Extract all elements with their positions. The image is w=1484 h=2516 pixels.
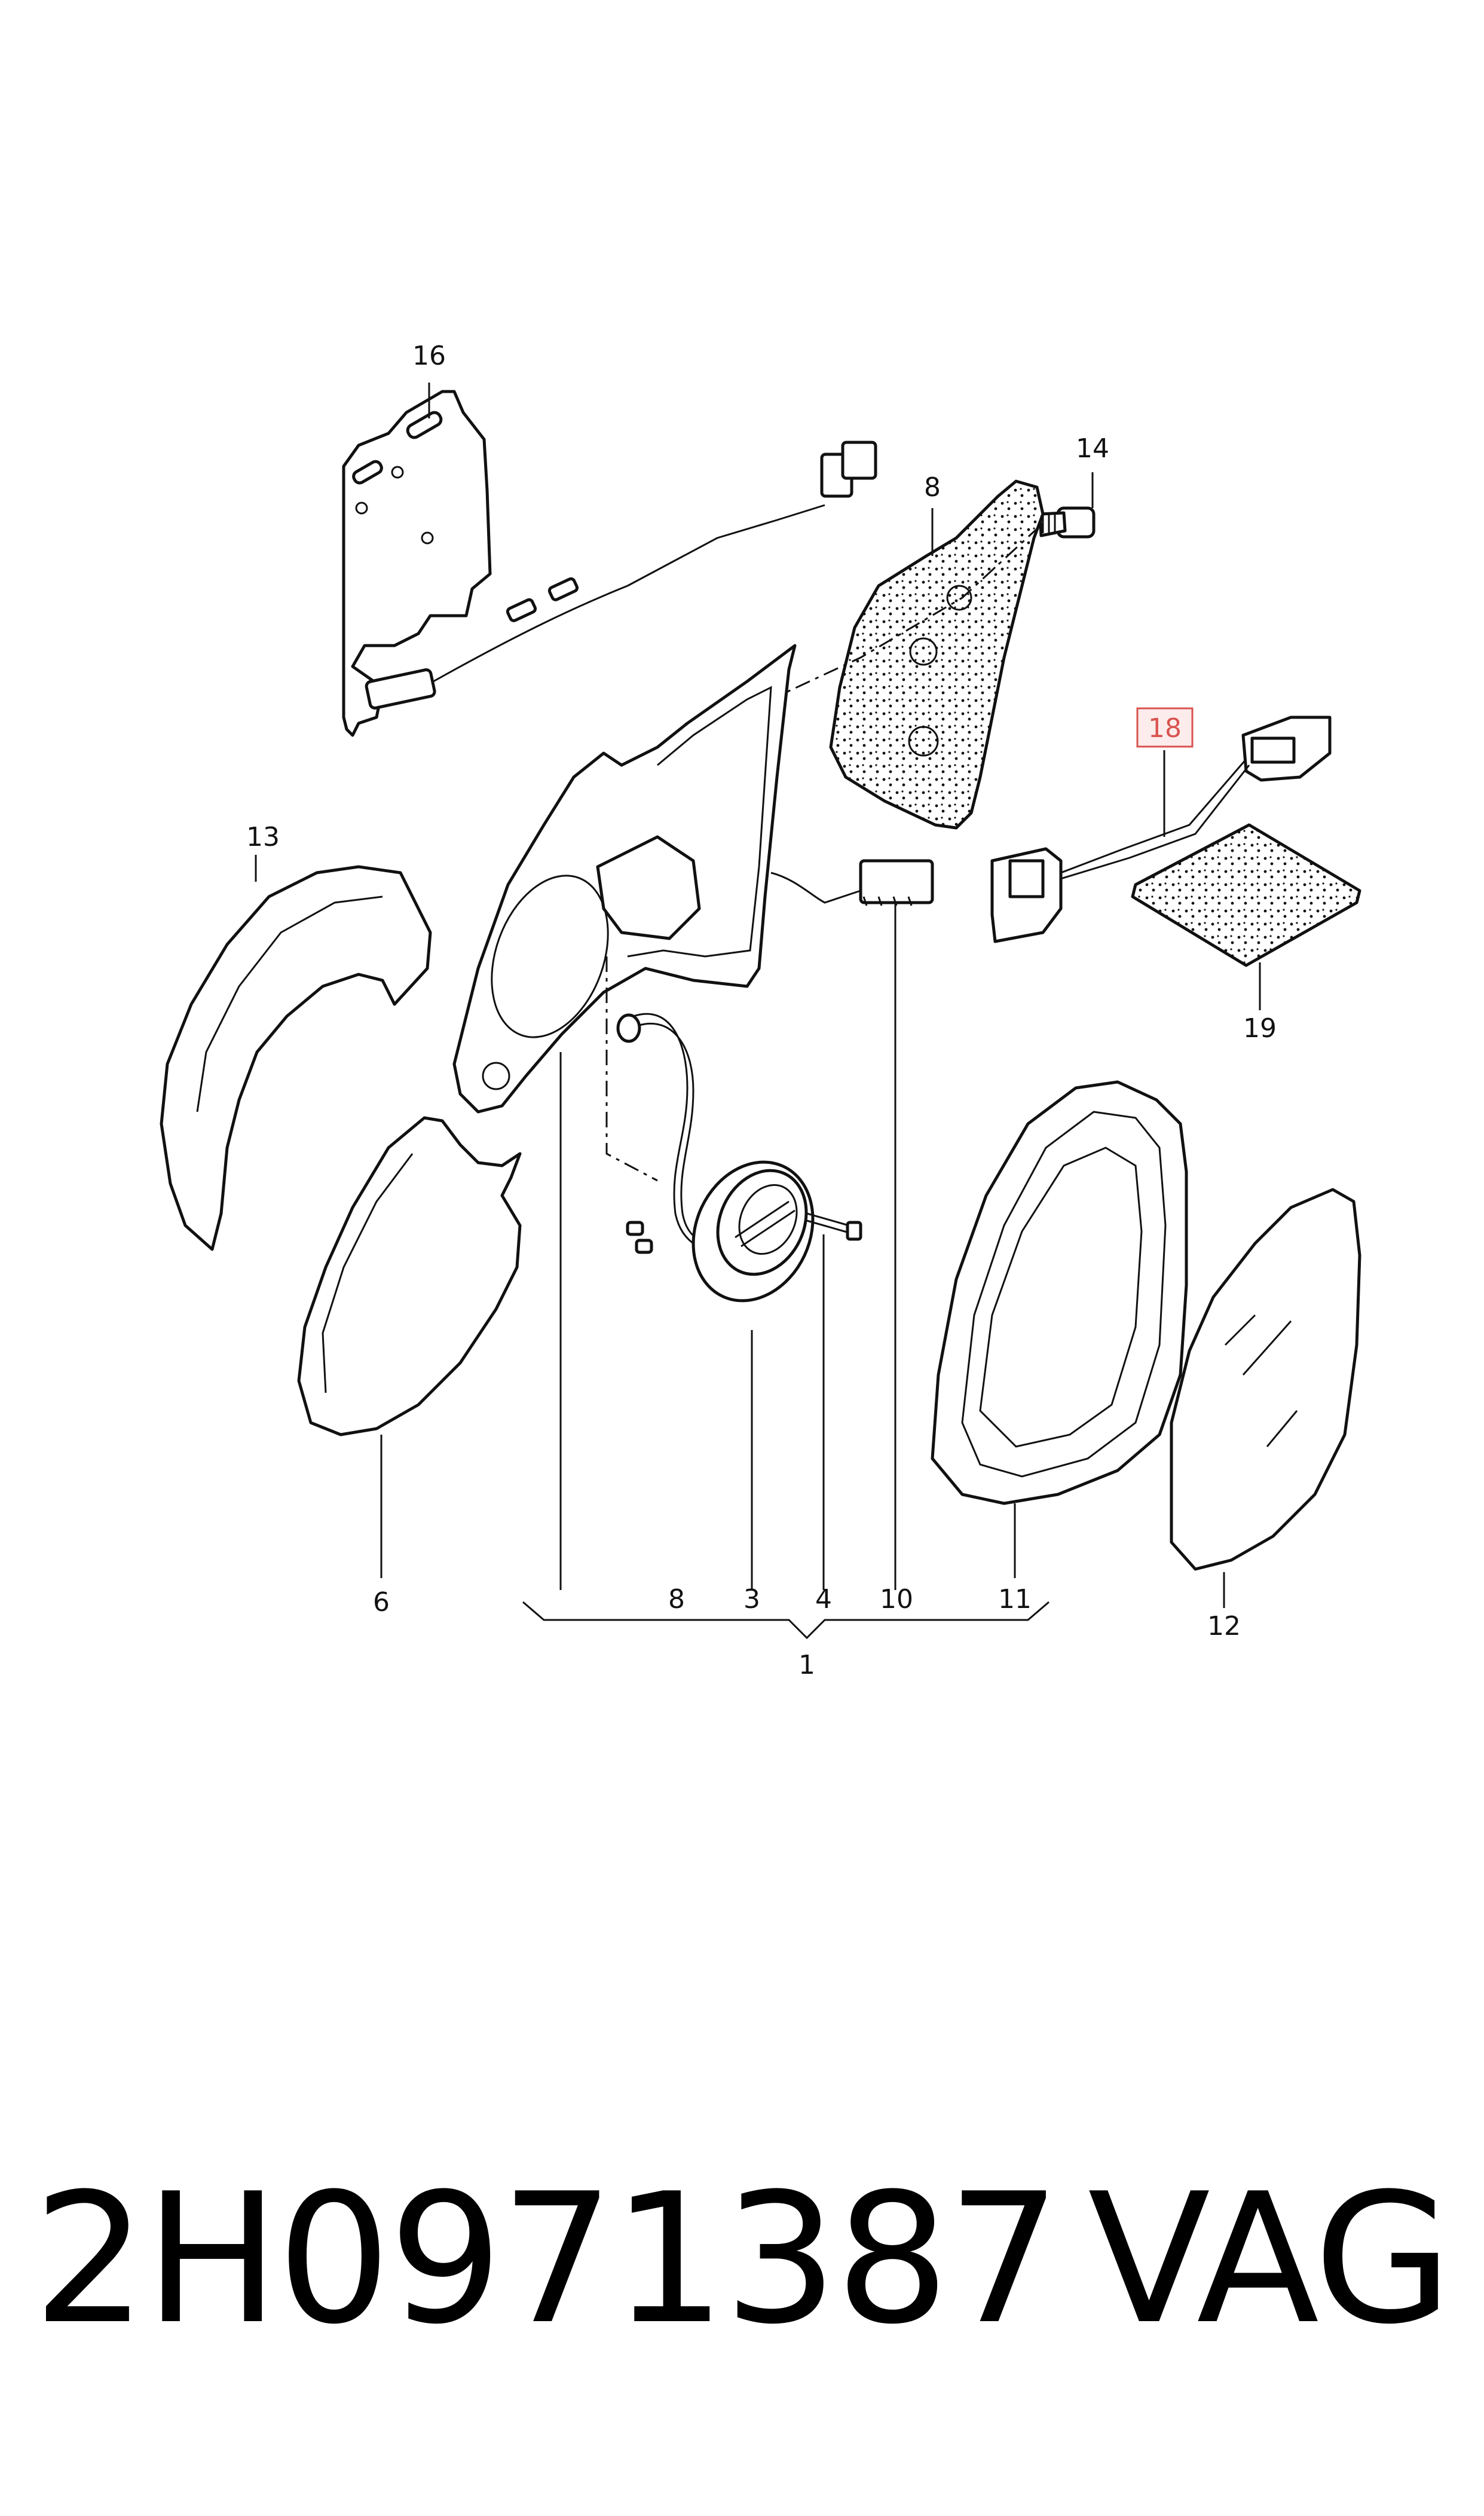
callout-18: 18 [1148, 713, 1182, 744]
callout-12: 12 [1207, 1611, 1241, 1641]
part-14-screw [1038, 472, 1096, 539]
callout-13: 13 [246, 822, 280, 852]
part-3-adjustment-motor [691, 1160, 815, 1590]
callout-8: 8 [668, 1584, 685, 1615]
callout-10: 10 [880, 1584, 913, 1615]
callout-16: 16 [412, 341, 446, 371]
part-4-screw [806, 1212, 862, 1590]
callout-4: 4 [815, 1584, 832, 1615]
part-16-heater-plate [342, 383, 877, 737]
callout-11: 11 [998, 1584, 1032, 1615]
part-1-mirror-housing [452, 644, 934, 1590]
callout-19: 19 [1243, 1013, 1277, 1044]
part-6-lower-cover [297, 1116, 522, 1578]
part-11-mirror-frame [931, 1080, 1188, 1578]
callout-14: 14 [1076, 433, 1109, 464]
assembly-bracket [522, 1601, 1049, 1640]
part-18-wiring-harness [990, 716, 1332, 943]
motor-cable [616, 1013, 730, 1254]
part-12-mirror-glass [1170, 1188, 1361, 1608]
footer: 2H0971387 VAG [0, 2152, 1484, 2391]
callout-6: 6 [373, 1587, 390, 1618]
callout-1: 1 [798, 1650, 815, 1680]
callout-8-top: 8 [924, 472, 941, 503]
part-8-mounting-plate [770, 479, 1045, 830]
brand-name: VAG [1088, 2155, 1452, 2364]
callout-18-highlight-box [1136, 707, 1194, 748]
part-13-mirror-cap [160, 855, 432, 1251]
callout-3: 3 [743, 1584, 760, 1615]
part-19-adhesive-pad [1131, 823, 1361, 1010]
part-number: 2H0971387 [33, 2155, 1061, 2364]
